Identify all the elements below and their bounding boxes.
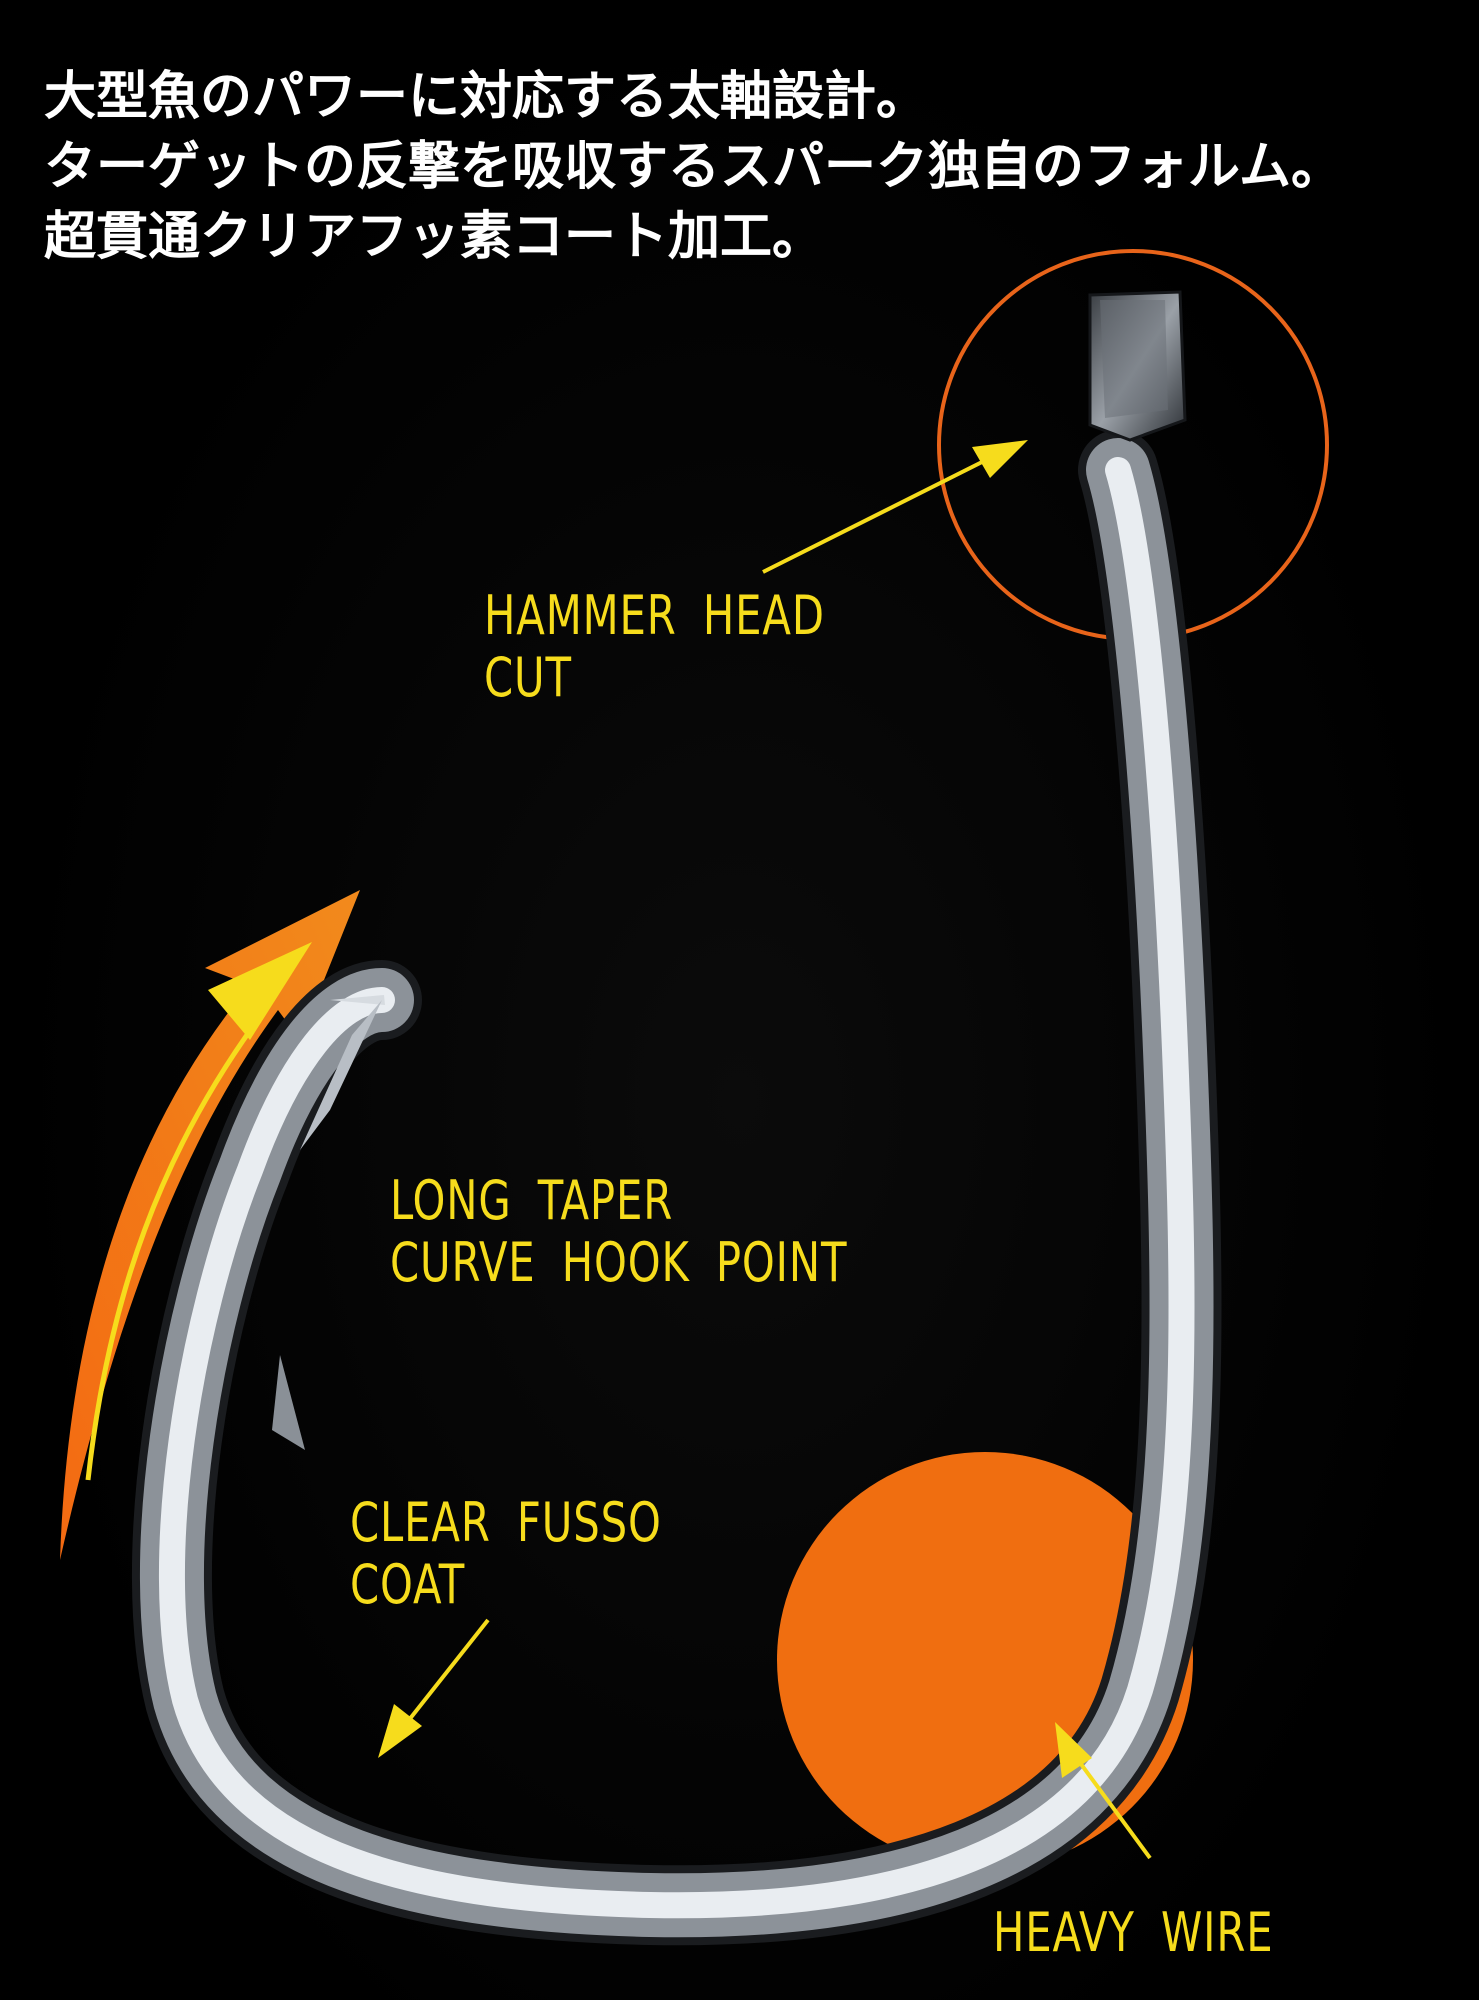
heavy-wire-label-line-1: HEAVY WIRE bbox=[993, 1901, 1274, 1964]
headline-line-2: ターゲットの反撃を吸収するスパーク独自のフォルム。 bbox=[44, 136, 1343, 197]
fishing-hook-icon bbox=[131, 290, 1222, 1946]
headline: 大型魚のパワーに対応する太軸設計。 ターゲットの反撃を吸収するスパーク独自のフォ… bbox=[44, 62, 1343, 272]
curved-motion-arrow-icon bbox=[60, 890, 360, 1560]
hammer-head-label-line-2: CUT bbox=[484, 646, 572, 709]
clear-fusso-label-line-1: CLEAR FUSSO bbox=[350, 1491, 662, 1554]
hammer-head-label-line-1: HAMMER HEAD bbox=[484, 584, 825, 647]
long-taper-label: LONG TAPER CURVE HOOK POINT bbox=[390, 1170, 847, 1294]
clear-fusso-label: CLEAR FUSSO COAT bbox=[350, 1492, 662, 1616]
hammer-head-label: HAMMER HEAD CUT bbox=[484, 585, 825, 709]
long-taper-label-line-1: LONG TAPER bbox=[390, 1169, 674, 1232]
long-taper-label-line-2: CURVE HOOK POINT bbox=[390, 1231, 848, 1294]
heavy-wire-label: HEAVY WIRE bbox=[993, 1902, 1273, 1964]
headline-line-1: 大型魚のパワーに対応する太軸設計。 bbox=[44, 66, 929, 127]
hammer-head-arrow-icon bbox=[762, 440, 1028, 574]
clear-fusso-arrow-icon bbox=[378, 1618, 490, 1758]
clear-fusso-label-line-2: COAT bbox=[350, 1553, 466, 1616]
headline-line-3: 超貫通クリアフッ素コート加工。 bbox=[44, 206, 825, 267]
heavy-wire-arrow-icon bbox=[1055, 1722, 1152, 1860]
